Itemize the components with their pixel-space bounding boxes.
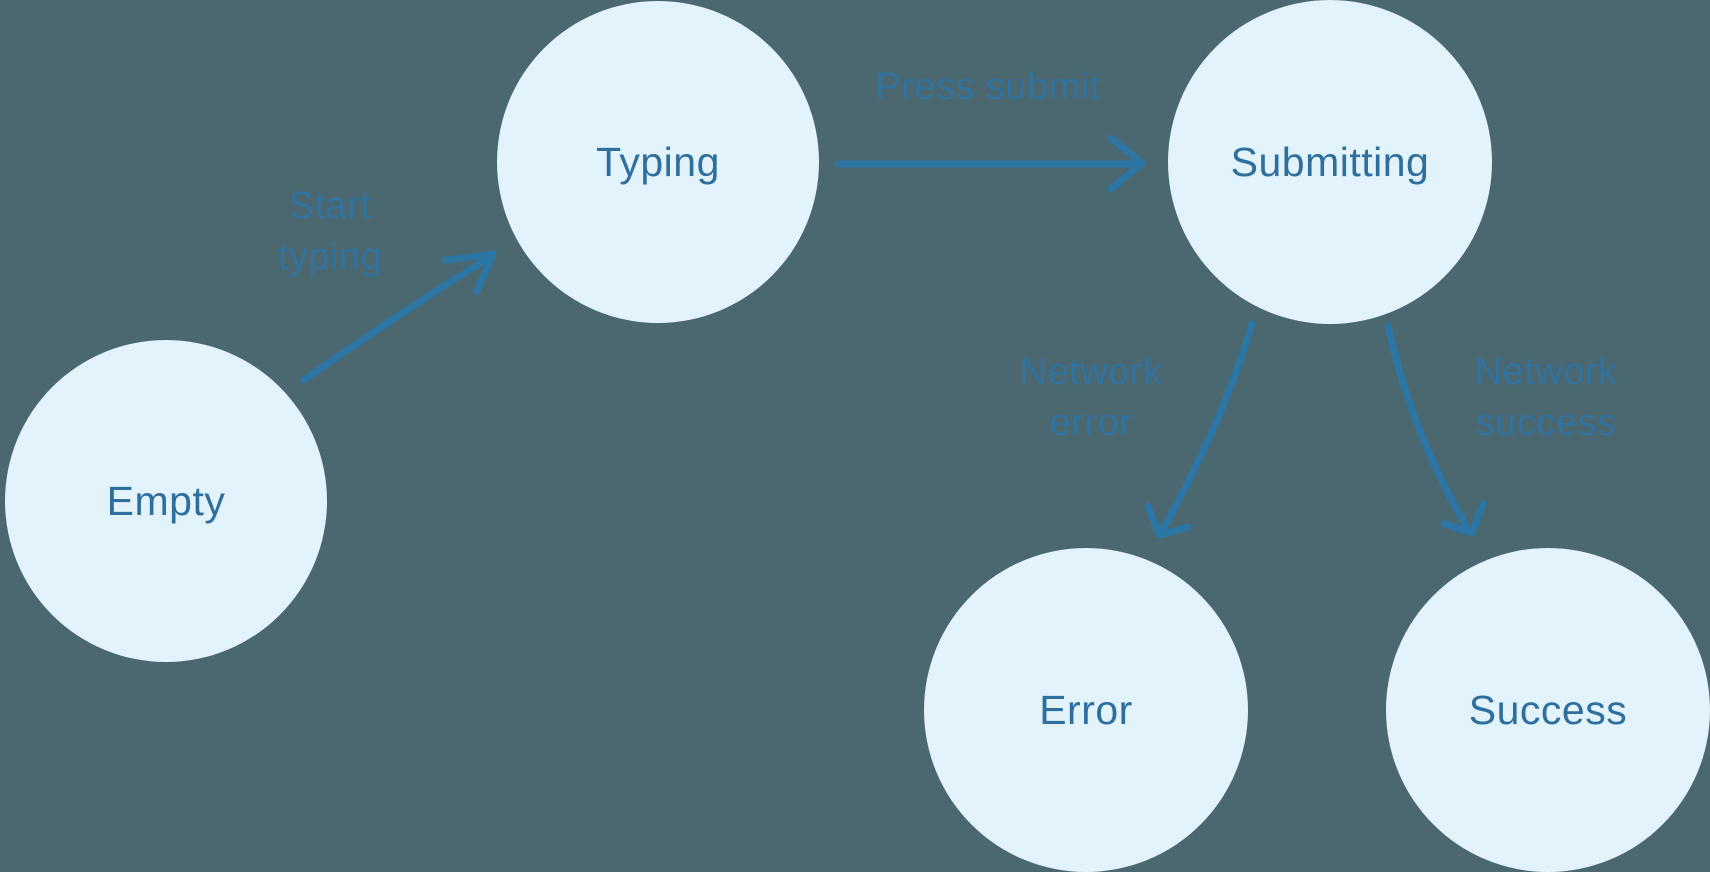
edge-arrow-press-submit [834,134,1146,193]
edge-label-start-typing: Start typing [277,185,383,279]
edge-label-press-submit: Press submit [875,66,1101,108]
state-node-error: Error [924,548,1248,872]
edge-label-network-error: Network error [1019,351,1163,445]
state-node-empty: Empty [5,340,327,662]
state-node-typing: Typing [497,1,819,323]
edge-label-network-success: Network success [1474,351,1618,445]
state-label-success: Success [1468,686,1628,733]
state-label-typing: Typing [596,138,720,185]
state-node-submitting: Submitting [1168,0,1492,324]
state-label-submitting: Submitting [1230,138,1430,185]
state-label-empty: Empty [106,477,226,524]
state-node-success: Success [1386,548,1710,872]
state-label-error: Error [1039,686,1133,733]
